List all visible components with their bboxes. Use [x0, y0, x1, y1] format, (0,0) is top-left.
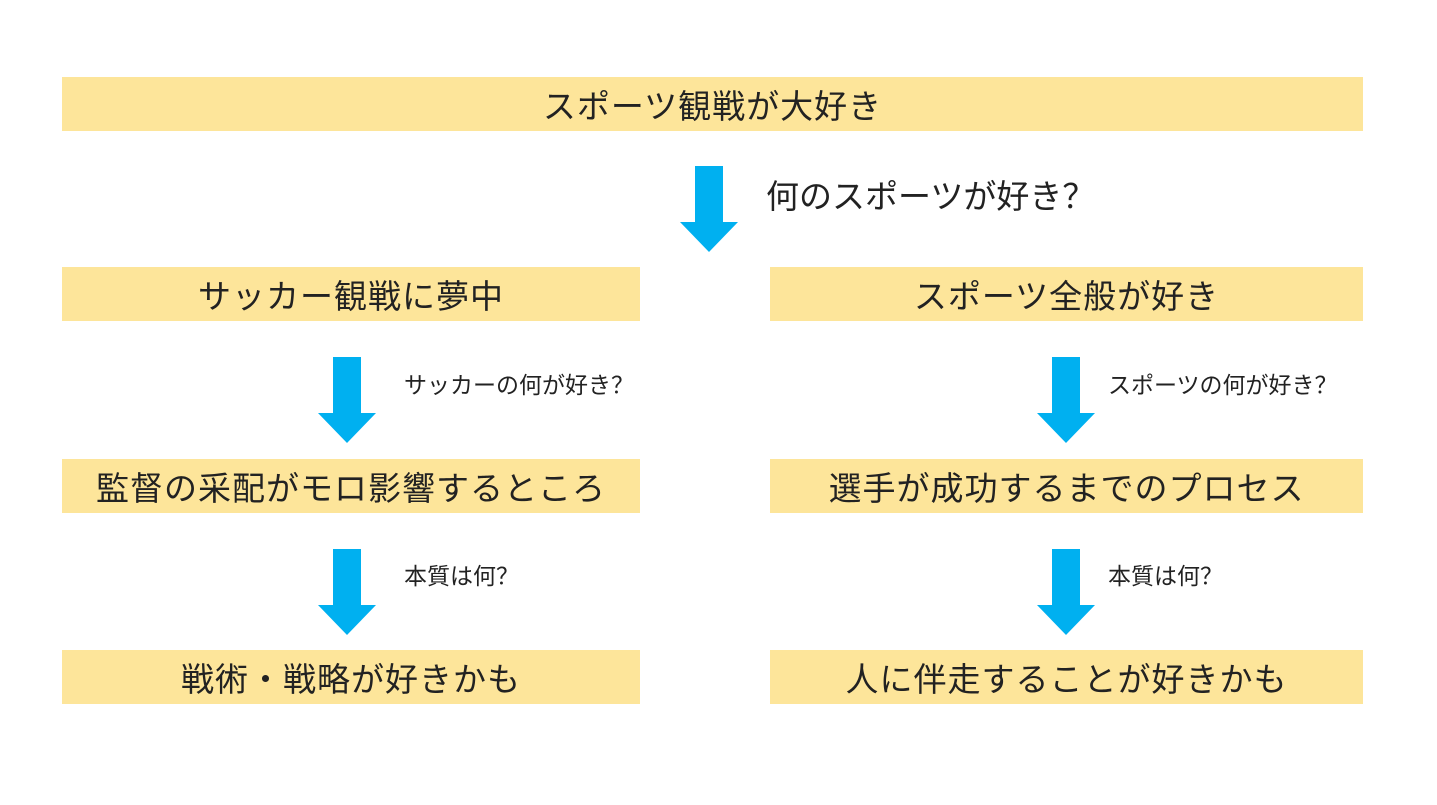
left-arrow1-down-icon [318, 357, 376, 443]
root-box: スポーツ観戦が大好き [62, 77, 1363, 131]
left-level3-box: 戦術・戦略が好きかも [62, 650, 640, 704]
right-question1: スポーツの何が好き？ [1108, 373, 1338, 399]
right-arrow2-down-icon [1037, 549, 1095, 635]
right-level3-label: 人に伴走することが好きかも [845, 660, 1288, 699]
right-level3-box: 人に伴走することが好きかも [770, 650, 1363, 704]
right-question2: 本質は何？ [1108, 564, 1223, 590]
left-level1-box: サッカー観戦に夢中 [62, 267, 640, 321]
right-level1-box: スポーツ全般が好き [770, 267, 1363, 321]
left-question2: 本質は何？ [404, 564, 519, 590]
left-level2-box: 監督の采配がモロ影響するところ [62, 459, 640, 513]
left-level2-label: 監督の采配がモロ影響するところ [96, 469, 606, 508]
right-level1-label: スポーツ全般が好き [913, 277, 1220, 316]
root-question: 何のスポーツが好き？ [766, 177, 1096, 216]
right-level2-box: 選手が成功するまでのプロセス [770, 459, 1363, 513]
left-level1-label: サッカー観戦に夢中 [198, 277, 504, 316]
right-level2-label: 選手が成功するまでのプロセス [828, 469, 1305, 508]
root-box-label: スポーツ観戦が大好き [542, 87, 883, 126]
left-level3-label: 戦術・戦略が好きかも [181, 660, 521, 699]
right-arrow1-down-icon [1037, 357, 1095, 443]
left-question1: サッカーの何が好き？ [404, 373, 634, 399]
root-arrow-down-icon [680, 166, 738, 252]
left-arrow2-down-icon [318, 549, 376, 635]
